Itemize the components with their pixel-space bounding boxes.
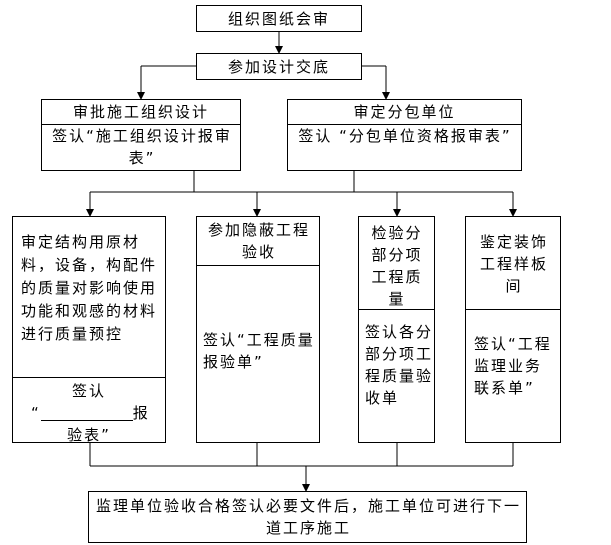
box-materials-quality: 审定结构用原材料，设备，构配件的质量对影响使用功能和观感的材料进行质量预控 签认… [12,216,166,444]
final-acceptance-text: 监理单位验收合格签认必要文件后，施工单位可进行下一道工序施工 [95,497,521,537]
box-hidden-works-acceptance: 参加隐蔽工程验收 签认“工程质量报验单” [196,216,320,443]
box-subdivision-inspection: 检验分部分项工程质量 签认各分部分项工程质量验收单 [358,216,435,443]
approve-construction-design-sign: 签认“施工组织设计报审表” [52,127,232,167]
divider [197,265,319,266]
step-design-disclosure: 参加设计交底 [196,53,362,80]
subdivision-inspection-title: 检验分部分项工程质量 [371,224,423,308]
decoration-sample-room-title: 鉴定装饰工程样板间 [479,233,548,295]
box-final-acceptance: 监理单位验收合格签认必要文件后，施工单位可进行下一道工序施工 [88,491,527,543]
hidden-works-title: 参加隐蔽工程验收 [207,221,310,261]
step-organize-drawing-review-label: 组织图纸会审 [227,10,330,28]
materials-sign-quote: “报 [31,402,151,424]
decoration-sample-room-sign: 签认“工程监理业务联系单” [474,335,552,397]
subdivision-inspection-sign: 签认各分部分项工程质量验收单 [365,323,434,407]
divider [42,124,240,125]
step-organize-drawing-review: 组织图纸会审 [196,5,362,32]
hidden-works-sign: 签认“工程质量报验单” [203,331,315,371]
divider [466,309,560,310]
divider [359,309,434,310]
materials-sign-last: 验表” [67,426,111,444]
materials-quality-text: 审定结构用原材料，设备，构配件的质量对影响使用功能和观感的材料进行质量预控 [21,233,158,343]
box-approve-construction-design: 审批施工组织设计 签认“施工组织设计报审表” [41,99,241,171]
approve-construction-design-title: 审批施工组织设计 [72,103,209,121]
materials-sign-label: 签认 [71,382,106,400]
step-design-disclosure-label: 参加设计交底 [227,58,330,76]
box-approve-subcontract-unit: 审定分包单位 签认 “分包单位资格报审表” [287,99,522,171]
materials-sign-suffix: 报 [132,404,150,422]
materials-sign-blank [40,406,133,421]
approve-subcontract-unit-title: 审定分包单位 [353,103,456,121]
approve-subcontract-unit-sign: 签认 “分包单位资格报审表” [298,127,512,145]
divider [13,377,165,378]
divider [288,124,521,125]
box-decoration-sample-room: 鉴定装饰工程样板间 签认“工程监理业务联系单” [465,216,561,443]
materials-sign-quote-open: “ [31,404,41,422]
